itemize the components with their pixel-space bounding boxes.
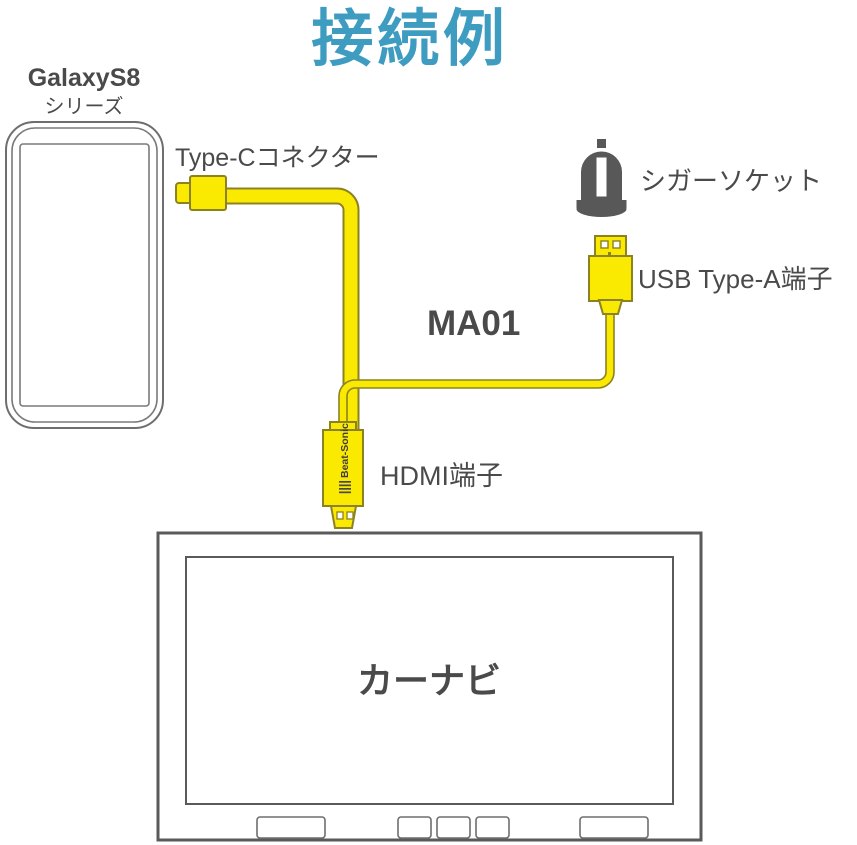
car-navi-button[interactable]	[475, 816, 510, 839]
cigarette-socket-label: シガーソケット	[640, 166, 822, 196]
beat-sonic-logo-mark	[339, 481, 351, 494]
type-c-cable-path	[224, 188, 359, 430]
usb-cable-path	[339, 310, 614, 432]
hdmi-pin-right	[346, 511, 354, 520]
cigarette-socket	[576, 139, 627, 217]
phone-series-label: シリーズ	[45, 95, 124, 118]
car-navi-button-row	[256, 816, 649, 839]
car-navi-button[interactable]	[256, 816, 326, 839]
page-title: 接続例	[311, 5, 508, 74]
usb-pin-left	[600, 240, 609, 249]
type-c-body	[189, 175, 227, 211]
usb-body	[588, 255, 633, 302]
product-code-label: MA01	[427, 304, 520, 343]
usb-type-a-label: USB Type-A端子	[638, 264, 833, 294]
smartphone	[5, 121, 164, 429]
car-navi-button[interactable]	[579, 816, 649, 839]
usb-cable-outline-outer	[346, 310, 615, 432]
hdmi-pin-left	[336, 511, 344, 520]
hdmi-label: HDMI端子	[380, 461, 503, 491]
usb-cable-outline-inner	[338, 310, 607, 432]
usb-strain-relief	[597, 299, 624, 315]
hdmi-connector: Beat-Sonic	[322, 421, 364, 529]
type-c-cable-outline-top	[224, 187, 360, 430]
usb-pin-right	[612, 240, 621, 249]
cigarette-socket-slot	[596, 157, 607, 197]
cigarette-socket-foot	[576, 201, 627, 217]
car-navigation: カーナビ	[156, 531, 703, 842]
cable-group	[224, 187, 615, 432]
hdmi-body	[322, 429, 364, 507]
car-navi-button[interactable]	[397, 816, 432, 839]
car-navi-screen	[185, 556, 674, 805]
phone-screen	[19, 143, 150, 407]
car-navi-label: カーナビ	[357, 660, 501, 701]
usb-pin-dot	[608, 252, 611, 255]
phone-name-label: GalaxyS8	[28, 64, 141, 92]
cigarette-socket-nub	[597, 139, 606, 148]
beat-sonic-brand-text: Beat-Sonic	[339, 423, 351, 478]
type-c-cable-outline-bottom	[224, 202, 345, 430]
car-navi-button[interactable]	[436, 816, 471, 839]
type-c-label: Type-Cコネクター	[175, 144, 380, 172]
usb-type-a-connector	[588, 235, 633, 315]
type-c-connector	[175, 175, 227, 211]
